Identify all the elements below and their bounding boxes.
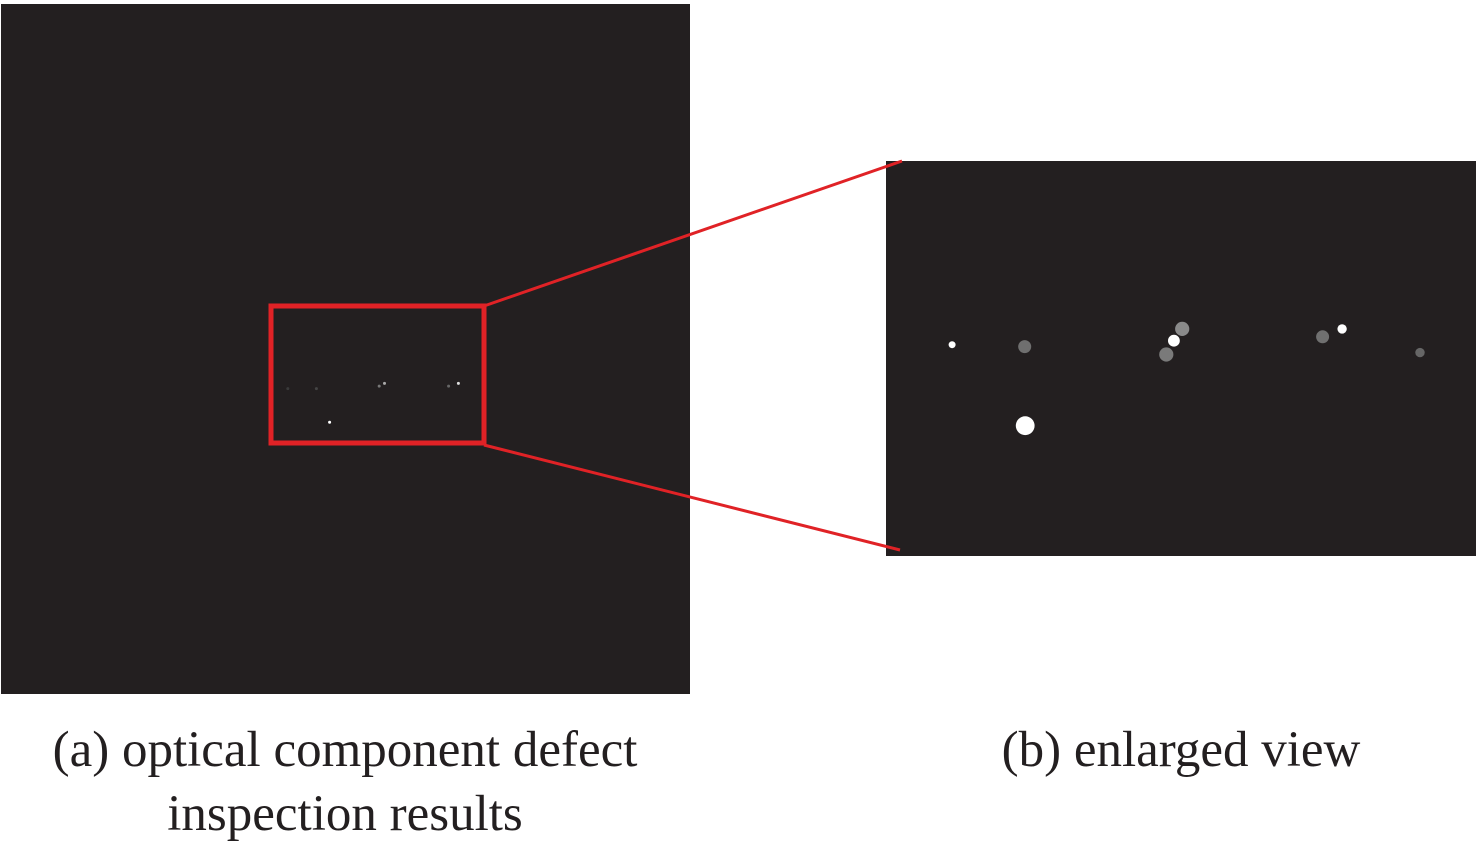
zoom-connector-bottom bbox=[483, 443, 901, 552]
panel-a-defect-spot bbox=[314, 387, 318, 391]
zoom-connector-top bbox=[483, 159, 903, 308]
panel-b-defect-spot bbox=[1316, 330, 1330, 344]
panel-a-defect-spot bbox=[447, 384, 451, 388]
caption-b: (b) enlarged view bbox=[886, 718, 1476, 782]
panel-b-defect-spot bbox=[1018, 340, 1032, 354]
caption-a: (a) optical component defect inspection … bbox=[0, 718, 690, 846]
panel-b-defect-spot bbox=[1337, 324, 1347, 334]
caption-a-line-2: inspection results bbox=[167, 786, 523, 842]
panel-a-defect-spot bbox=[383, 381, 386, 385]
panel-a-defect-spot bbox=[456, 381, 460, 385]
panel-b-defects bbox=[948, 321, 1425, 436]
panel-a-image bbox=[1, 4, 690, 694]
panel-a-defect-spot bbox=[286, 387, 290, 391]
panel-b-defect-spot bbox=[1415, 347, 1425, 358]
zoom-region-box bbox=[268, 303, 487, 446]
panel-b-defect-spot bbox=[948, 341, 956, 349]
panel-a-defect-spot bbox=[328, 420, 332, 424]
caption-a-line-1: (a) optical component defect bbox=[52, 722, 638, 778]
panel-b-image bbox=[886, 161, 1476, 556]
caption-b-line-1: (b) enlarged view bbox=[1001, 722, 1361, 778]
panel-a-defect-spot bbox=[377, 384, 381, 388]
panel-b-defect-spot bbox=[1168, 334, 1180, 347]
panel-b-defect-spot bbox=[1175, 321, 1190, 336]
panel-b-defect-spot bbox=[1159, 347, 1174, 362]
panel-b-defect-spot bbox=[1015, 416, 1035, 436]
panel-a-defects bbox=[286, 381, 460, 424]
